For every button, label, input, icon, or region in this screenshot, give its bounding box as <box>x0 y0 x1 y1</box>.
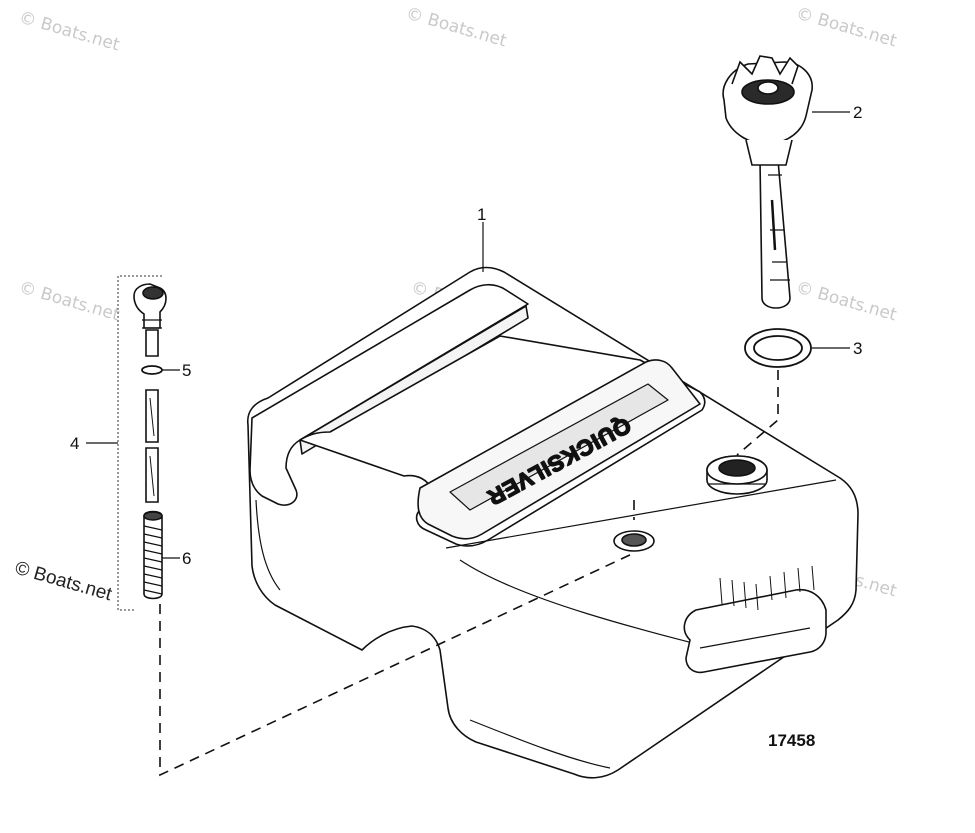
watermark-strong: © Boats.net <box>13 558 115 606</box>
callout-6: 6 <box>182 549 191 568</box>
pickup-assembly <box>133 283 167 600</box>
pickup-port <box>613 530 655 552</box>
callout-5: 5 <box>182 361 191 380</box>
watermark: © Boats.net <box>404 4 510 52</box>
filler-neck <box>706 455 768 495</box>
callouts: 1 2 3 4 5 6 <box>70 103 862 568</box>
watermark: © Boats.net <box>794 278 900 326</box>
fuel-gauge <box>722 55 813 309</box>
assembly-lines <box>159 370 779 777</box>
bracket-4 <box>117 275 162 611</box>
fuel-tank: QUICKSILVER <box>246 266 859 779</box>
callout-2: 2 <box>853 103 862 122</box>
watermark: © Boats.net <box>17 278 123 326</box>
callout-4: 4 <box>70 434 79 453</box>
watermark: © Boats.net <box>794 4 900 52</box>
watermark: © Boats.net <box>17 8 123 56</box>
leader-lines <box>86 111 850 559</box>
callout-3: 3 <box>853 339 862 358</box>
o-ring <box>141 365 163 375</box>
callout-1: 1 <box>477 205 486 224</box>
gasket-ring <box>744 328 812 368</box>
figure-number: 17458 <box>768 731 815 750</box>
